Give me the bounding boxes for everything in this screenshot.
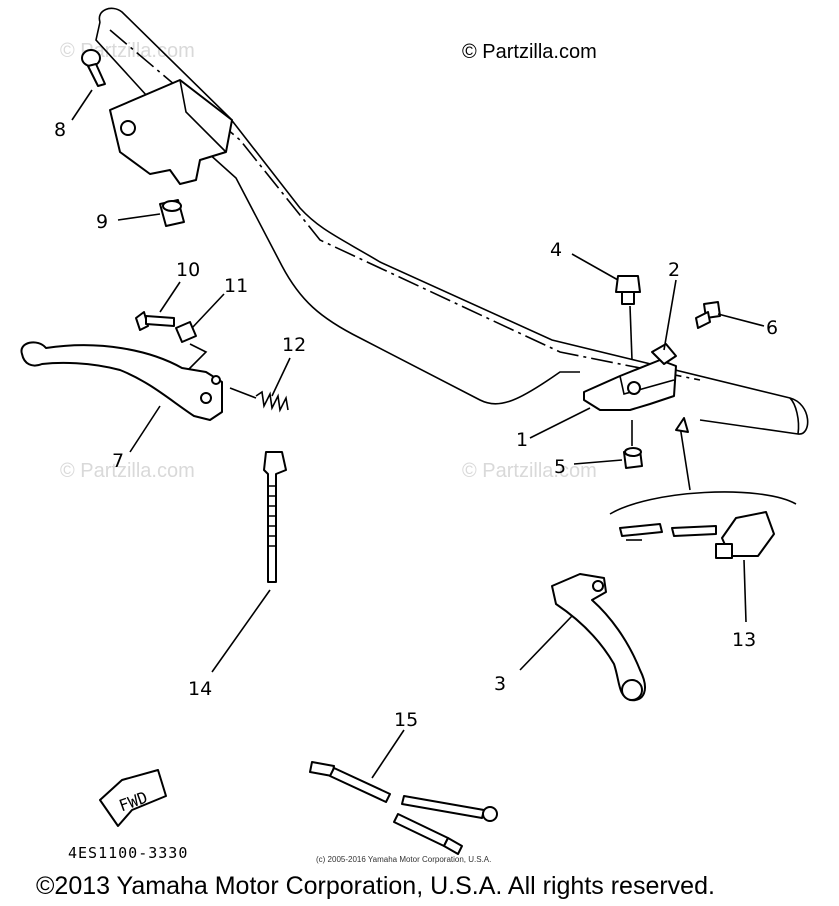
watermark-top-left: © Partzilla.com: [60, 40, 195, 62]
leader-14: [211, 589, 271, 673]
leader-7: [129, 405, 161, 453]
leader-15: [371, 729, 405, 779]
callout-7: 7: [112, 450, 124, 472]
leader-4: [571, 253, 619, 281]
part-3-lever: [551, 573, 646, 702]
part-14-cable-tie: [263, 451, 287, 583]
leader-8: [71, 89, 93, 121]
part-5-nut: [623, 447, 643, 469]
watermark-mid-left: © Partzilla.com: [60, 460, 195, 482]
callout-6: 6: [766, 317, 778, 339]
left-switch-housing: [109, 79, 233, 185]
handlebar: [95, 7, 809, 435]
diagram-code: 4ES1100-3330: [68, 844, 188, 862]
callout-1: 1: [516, 429, 528, 451]
part-9-grommet: [159, 199, 185, 227]
leader-2: [663, 279, 677, 351]
leader-12-link: [229, 387, 257, 399]
callout-9: 9: [96, 211, 108, 233]
fwd-arrow-icon: FWD: [99, 769, 167, 827]
part-4-bolt: [615, 275, 641, 305]
callout-11: 11: [224, 275, 248, 297]
callout-14: 14: [188, 678, 212, 700]
callout-8: 8: [54, 119, 66, 141]
callout-10: 10: [176, 259, 200, 281]
part-2-clamp: [651, 343, 677, 365]
leader-12: [271, 357, 291, 397]
leader-6: [717, 313, 765, 327]
callout-5: 5: [554, 456, 566, 478]
callout-4: 4: [550, 239, 562, 261]
leader-10: [159, 281, 181, 313]
leader-1: [529, 407, 591, 439]
leader-9: [117, 213, 161, 221]
watermark-mid-right: © Partzilla.com: [462, 460, 597, 482]
copyright-top: © Partzilla.com: [462, 41, 597, 63]
part-11-nut: [175, 321, 197, 343]
footer-copyright: ©2013 Yamaha Motor Corporation, U.S.A. A…: [36, 872, 715, 900]
callout-13: 13: [732, 629, 756, 651]
part-6-screw: [695, 301, 721, 329]
part-8-bolt: [81, 49, 106, 87]
part-7-lever: [20, 341, 223, 421]
leader-5: [573, 459, 623, 465]
part-13-switch: [609, 417, 797, 559]
callout-15: 15: [394, 709, 418, 731]
small-copyright: (c) 2005-2016 Yamaha Motor Corporation, …: [316, 855, 491, 864]
callout-12: 12: [282, 334, 306, 356]
leader-11: [191, 293, 225, 329]
part-10-bolt: [135, 311, 175, 331]
callout-2: 2: [668, 259, 680, 281]
callout-3: 3: [494, 673, 506, 695]
part-15-wire: [309, 761, 498, 855]
leader-13: [743, 559, 747, 623]
part-1-holder: [583, 359, 677, 411]
leader-4-axis: [629, 305, 633, 361]
leader-3: [519, 615, 573, 671]
part-12-spring: [255, 390, 289, 413]
